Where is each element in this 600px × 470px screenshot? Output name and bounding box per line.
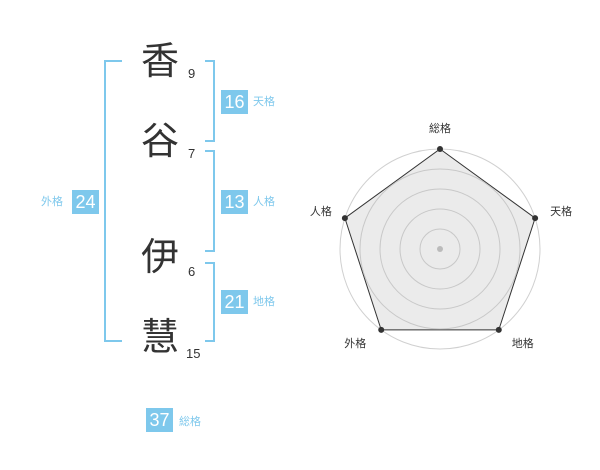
- chikaku-value: 21: [221, 290, 248, 314]
- gaikaku-label: 外格: [41, 195, 63, 208]
- name-char-4: 慧: [140, 315, 179, 359]
- radar-points: [341, 146, 539, 333]
- name-char-1: 香: [140, 39, 179, 83]
- soukaku-value: 37: [146, 408, 173, 432]
- gaikaku-value: 24: [72, 190, 99, 214]
- radar-grid-ring: [419, 228, 461, 270]
- jinkaku-bracket: [205, 150, 215, 252]
- soukaku-label: 総格: [179, 415, 201, 428]
- radar-axis-label: 総格: [429, 121, 451, 135]
- name-char-2: 谷: [140, 119, 179, 163]
- radar-point: [532, 215, 539, 222]
- radar-grid-ring: [399, 208, 481, 290]
- radar-center-dot: [437, 246, 443, 252]
- radar-axis-label: 人格: [310, 204, 332, 218]
- radar-point: [437, 146, 443, 152]
- chikaku-label: 地格: [253, 295, 275, 308]
- radar-axis-label: 地格: [512, 336, 534, 350]
- name-char-3: 伊: [140, 235, 179, 279]
- jinkaku-value: 13: [221, 190, 248, 214]
- tenkaku-bracket: [205, 60, 215, 142]
- radar-polygon: [344, 148, 536, 331]
- jinkaku-label: 人格: [253, 195, 275, 208]
- gaikaku-bracket: [104, 60, 122, 342]
- radar-grid-ring: [379, 188, 501, 310]
- radar-point: [341, 215, 348, 222]
- stroke-count-1: 9: [188, 66, 196, 81]
- radar-point: [378, 326, 385, 333]
- stroke-count-2: 7: [188, 146, 196, 161]
- tenkaku-value: 16: [221, 90, 248, 114]
- radar-grid-ring: [359, 168, 521, 330]
- radar-axis-label: 外格: [344, 336, 366, 350]
- radar-axis-label: 天格: [550, 204, 572, 218]
- stroke-count-3: 6: [188, 264, 196, 279]
- chikaku-bracket: [205, 262, 215, 342]
- radar-point: [495, 326, 502, 333]
- tenkaku-label: 天格: [253, 95, 275, 108]
- stroke-count-4: 15: [186, 346, 201, 361]
